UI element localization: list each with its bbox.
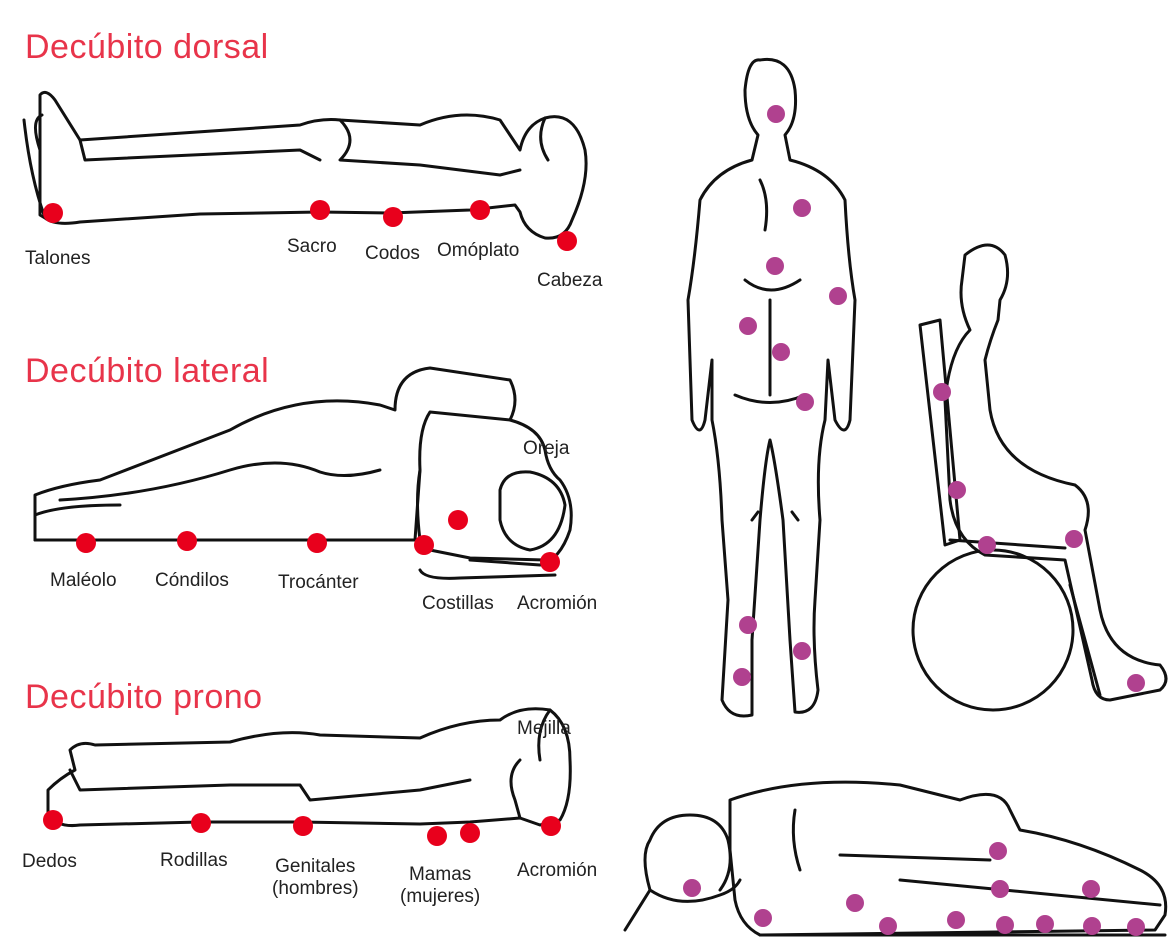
- point-maleolo: [76, 533, 96, 553]
- pressure-points-red: [43, 200, 577, 846]
- label-condilos: Cóndilos: [155, 570, 229, 592]
- label-genitales-line1: Genitales: [272, 856, 359, 878]
- point-codos: [383, 207, 403, 227]
- heading-decubito-lateral: Decúbito lateral: [25, 352, 269, 391]
- label-mamas-line2: (mujeres): [400, 886, 480, 908]
- seated-figure: [913, 245, 1166, 710]
- label-talones: Talones: [25, 248, 91, 270]
- heading-decubito-prono: Decúbito prono: [25, 678, 263, 717]
- label-mejilla: Mejilla: [517, 718, 571, 740]
- heading-decubito-dorsal: Decúbito dorsal: [25, 28, 269, 67]
- point-acromion-lateral: [540, 552, 560, 572]
- point-dedos: [43, 810, 63, 830]
- label-maleolo: Maléolo: [50, 570, 117, 592]
- label-omoplato: Omóplato: [437, 240, 519, 262]
- label-rodillas: Rodillas: [160, 850, 228, 872]
- point-sacro: [310, 200, 330, 220]
- label-oreja: Oreja: [523, 438, 569, 460]
- label-cabeza: Cabeza: [537, 270, 603, 292]
- point-mamas-2: [460, 823, 480, 843]
- lateral-figure: [35, 368, 571, 578]
- point-cabeza: [557, 231, 577, 251]
- point-condilos: [177, 531, 197, 551]
- point-genitales: [293, 816, 313, 836]
- label-sacro: Sacro: [287, 236, 337, 258]
- label-codos: Codos: [365, 243, 420, 265]
- label-genitales-line2: (hombres): [272, 878, 359, 900]
- label-genitales: Genitales (hombres): [272, 856, 359, 900]
- point-acromion-prono: [541, 816, 561, 836]
- label-dedos: Dedos: [22, 851, 77, 873]
- side-lying-figure: [625, 782, 1166, 935]
- label-acromion-prono: Acromión: [517, 860, 597, 882]
- label-mamas: Mamas (mujeres): [400, 864, 480, 908]
- prono-figure: [48, 709, 570, 826]
- dorsal-figure: [24, 92, 586, 238]
- point-oreja: [448, 510, 468, 530]
- standing-figure: [688, 59, 855, 716]
- point-mamas-1: [427, 826, 447, 846]
- label-mamas-line1: Mamas: [400, 864, 480, 886]
- label-costillas: Costillas: [422, 593, 494, 615]
- point-costillas: [414, 535, 434, 555]
- point-trocanter: [307, 533, 327, 553]
- label-acromion-lateral: Acromión: [517, 593, 597, 615]
- point-omoplato: [470, 200, 490, 220]
- point-talones: [43, 203, 63, 223]
- point-rodillas: [191, 813, 211, 833]
- label-trocanter: Trocánter: [278, 572, 359, 594]
